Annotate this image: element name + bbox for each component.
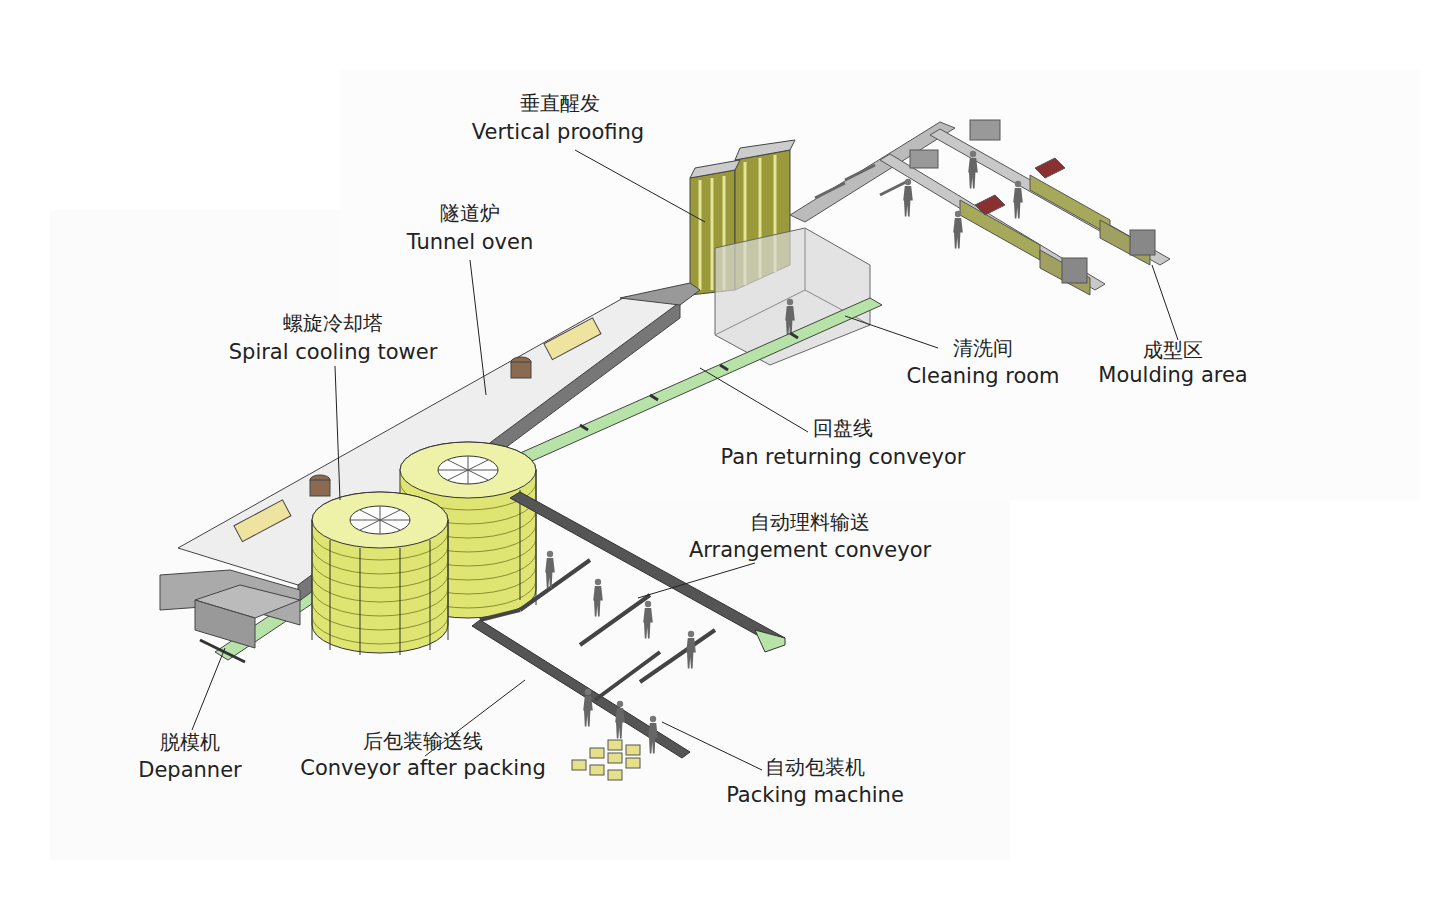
- pan-returning-conveyor: [215, 298, 882, 660]
- part-label: 垂直醒发: [520, 92, 600, 114]
- part-label: Tunnel oven: [407, 231, 534, 254]
- workers-packing: [545, 551, 696, 754]
- workers-moulding: [903, 151, 1023, 249]
- part-label: Arrangement conveyor: [689, 539, 931, 562]
- scan-background: [50, 70, 1420, 860]
- arrangement-conveyor: [472, 492, 785, 758]
- part-label: 螺旋冷却塔: [283, 312, 383, 334]
- part-label: 后包装输送线: [363, 730, 483, 752]
- part-label: 脱模机: [160, 731, 220, 753]
- part-label: Moulding area: [1098, 364, 1247, 387]
- part-label: Packing machine: [726, 784, 904, 807]
- part-label: 成型区: [1143, 339, 1203, 361]
- packed-boxes: [572, 740, 640, 780]
- part-label: 自动包装机: [765, 756, 865, 778]
- part-label: 回盘线: [813, 417, 873, 439]
- part-label: Conveyor after packing: [300, 757, 546, 780]
- part-label: 自动理料输送: [750, 511, 870, 533]
- part-label: 清洗间: [953, 337, 1013, 359]
- part-label: Depanner: [138, 759, 241, 782]
- part-label: Pan returning conveyor: [721, 446, 966, 469]
- part-label: Spiral cooling tower: [229, 341, 438, 364]
- part-label: Cleaning room: [906, 365, 1059, 388]
- part-label: 隧道炉: [440, 202, 500, 224]
- spiral-cooling-tower: [312, 442, 536, 655]
- part-label: Vertical proofing: [472, 121, 644, 144]
- leader-lines: [192, 150, 1178, 770]
- depanner: [195, 585, 300, 662]
